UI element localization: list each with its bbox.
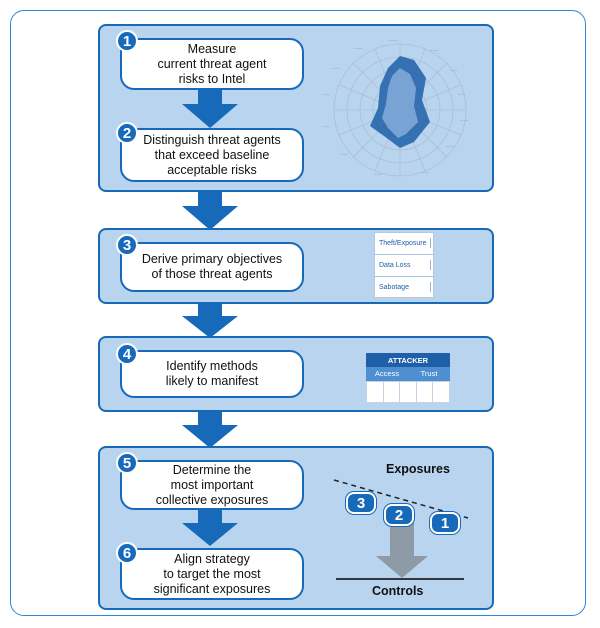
exposures-label: Exposures [386,462,450,476]
step-number-4: 4 [116,343,138,365]
controls-label: Controls [372,584,424,598]
step-1-line-2: current threat agent [157,56,267,71]
step-4-line-1: Identify methods [166,359,258,373]
svg-text:······: ······ [340,153,347,157]
step-number-3: 3 [116,234,138,256]
down-arrow-5-6 [182,508,238,546]
step-1-line-1: Measure [187,41,237,56]
step-2-line-3: acceptable risks [167,162,257,177]
svg-text:······: ······ [332,67,339,71]
step-card-4: Identify methods likely to manifest [120,350,304,398]
exposure-badge-2: 2 [384,504,414,526]
attacker-table-columns: Access Trust [366,367,450,381]
step-6-line-3: significant exposures [153,581,271,596]
step-number-2: 2 [116,122,138,144]
svg-text:·········: ········· [388,39,399,43]
step-1-line-3: risks to Intel [178,71,246,86]
down-arrow-panel3-panel4 [182,410,238,448]
svg-text:·······: ······· [374,173,382,177]
down-arrow-panel1-panel2 [182,190,238,230]
attacker-table: ATTACKER Access Trust [366,353,450,403]
svg-text:······: ······ [458,93,465,97]
svg-text:·······: ······· [322,93,330,97]
objective-row-theft: Theft/Exposure [375,233,433,255]
svg-text:······: ······ [422,171,429,175]
attacker-table-grid [366,381,450,403]
step-card-6: Align strategy to target the most signif… [120,548,304,600]
objectives-table: Theft/Exposure Data Loss Sabotage [374,232,434,298]
diagram-frame [10,10,586,616]
objective-row-sabotage: Sabotage [375,277,433,298]
step-6-line-1: Align strategy [174,551,250,566]
svg-text:······: ······ [446,145,453,149]
step-card-3: Derive primary objectives of those threa… [120,242,304,292]
attacker-column-access: Access [374,369,400,378]
step-card-1: Measure current threat agent risks to In… [120,38,304,90]
radar-chart-thumbnail: ········· ······· ······ ······ ······· … [322,39,468,177]
svg-text:······: ······ [450,69,457,73]
exposure-badge-3: 3 [346,492,376,514]
attacker-column-trust: Trust [420,369,438,378]
step-number-1: 1 [116,30,138,52]
step-3-line-2: of those threat agents [151,267,273,281]
svg-text:·······: ······· [430,49,438,53]
step-5-line-2: most important [170,477,254,492]
step-5-line-3: collective exposures [155,492,269,507]
exposure-badge-1: 1 [430,512,460,534]
step-number-6: 6 [116,542,138,564]
attacker-table-header: ATTACKER [366,353,450,367]
step-card-2: Distinguish threat agents that exceed ba… [120,128,304,182]
step-3-line-1: Derive primary objectives [141,252,283,266]
step-2-line-1: Distinguish threat agents [143,132,281,147]
exposures-controls-graphic [333,479,469,580]
down-arrow-1-2 [182,88,238,128]
step-5-line-1: Determine the [172,462,252,477]
step-4-line-2: likely to manifest [165,374,259,388]
down-arrow-panel2-panel3 [182,302,238,338]
step-card-5: Determine the most important collective … [120,460,304,510]
step-6-line-2: to target the most [163,566,261,581]
svg-text:·······: ······· [460,119,468,123]
step-2-line-2: that exceed baseline [154,147,270,162]
objective-row-data-loss: Data Loss [375,255,433,277]
svg-text:·······: ······· [354,47,362,51]
step-number-5: 5 [116,452,138,474]
svg-text:······: ······ [322,125,329,129]
